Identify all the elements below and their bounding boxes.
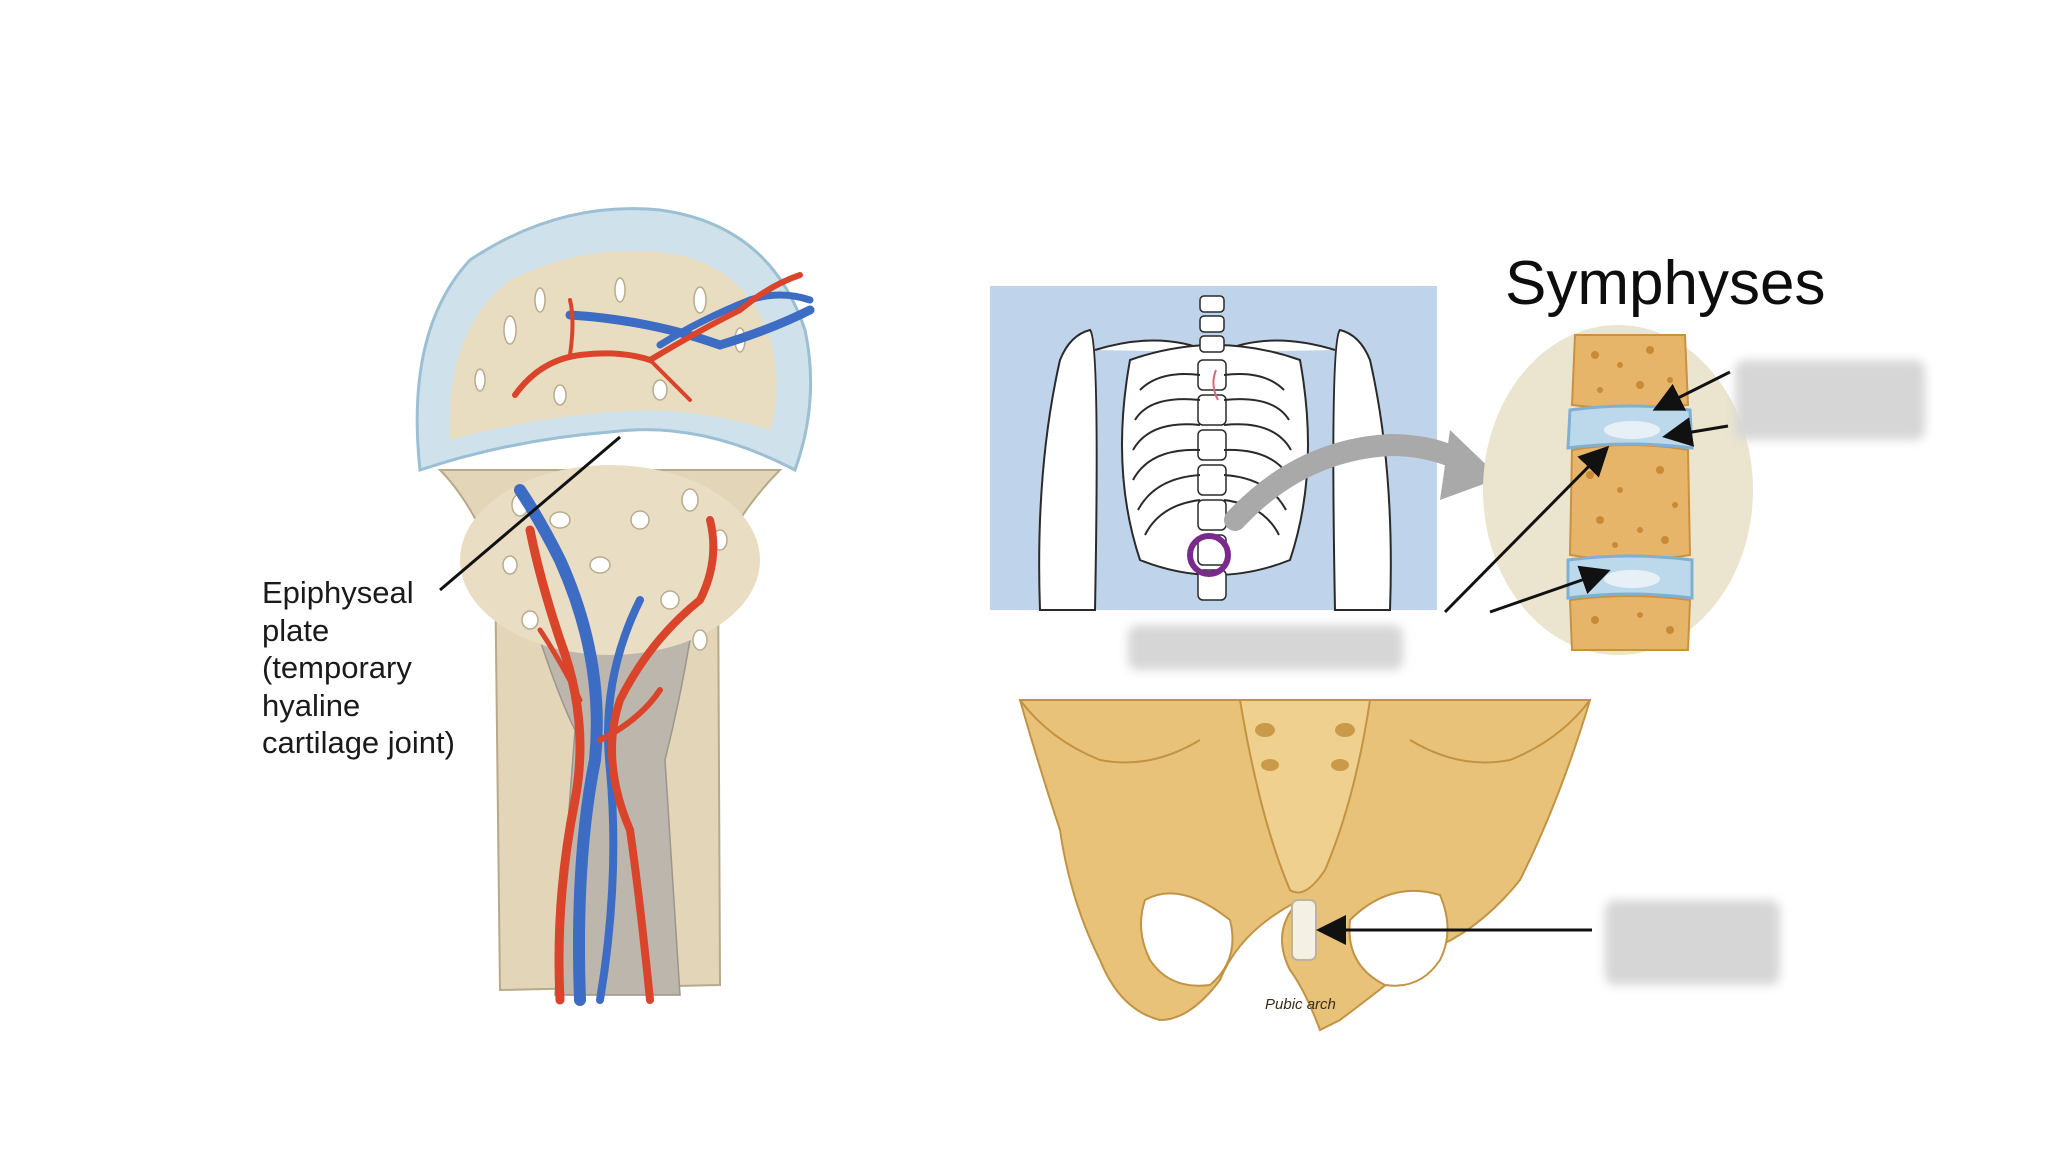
closeup-pointers	[1443, 370, 1731, 614]
redacted-label-disc	[1735, 360, 1925, 440]
vertebrae-closeup	[1483, 325, 1753, 655]
highlight-ring	[1187, 533, 1231, 577]
symphyses-title: Symphyses	[1505, 249, 1826, 318]
epiphyseal-label-line-5: cartilage joint)	[262, 725, 455, 760]
arteries	[512, 272, 803, 1005]
pubic-arch-label: Pubic arch	[1265, 996, 1336, 1013]
obturator-foramen-right	[1348, 889, 1449, 987]
epiphyseal-label-line-2: plate	[262, 612, 330, 648]
epiphyseal-plate-label: Epiphyseal plate (temporary hyaline cart…	[262, 574, 522, 762]
epiphyseal-leader-line	[439, 435, 621, 592]
sacrum	[1238, 699, 1372, 894]
epiphyseal-label-line-3: (temporary	[262, 650, 412, 685]
epiphyseal-plate	[438, 414, 792, 460]
sacral-foramina	[1255, 723, 1355, 771]
long-bone-illustration	[415, 207, 815, 1006]
obturator-foramen-left	[1140, 892, 1234, 987]
redacted-label-pubic	[1605, 900, 1780, 985]
redacted-label-symphysis	[1128, 625, 1403, 670]
epiphyseal-label-line-4: hyaline	[262, 687, 361, 723]
pelvis-illustration	[1018, 699, 1592, 1032]
spine	[1197, 295, 1227, 601]
epiphyseal-label-line-1: Epiphyseal	[262, 575, 414, 610]
pubic-symphysis	[1291, 899, 1317, 961]
zoom-arrow	[1224, 433, 1471, 531]
